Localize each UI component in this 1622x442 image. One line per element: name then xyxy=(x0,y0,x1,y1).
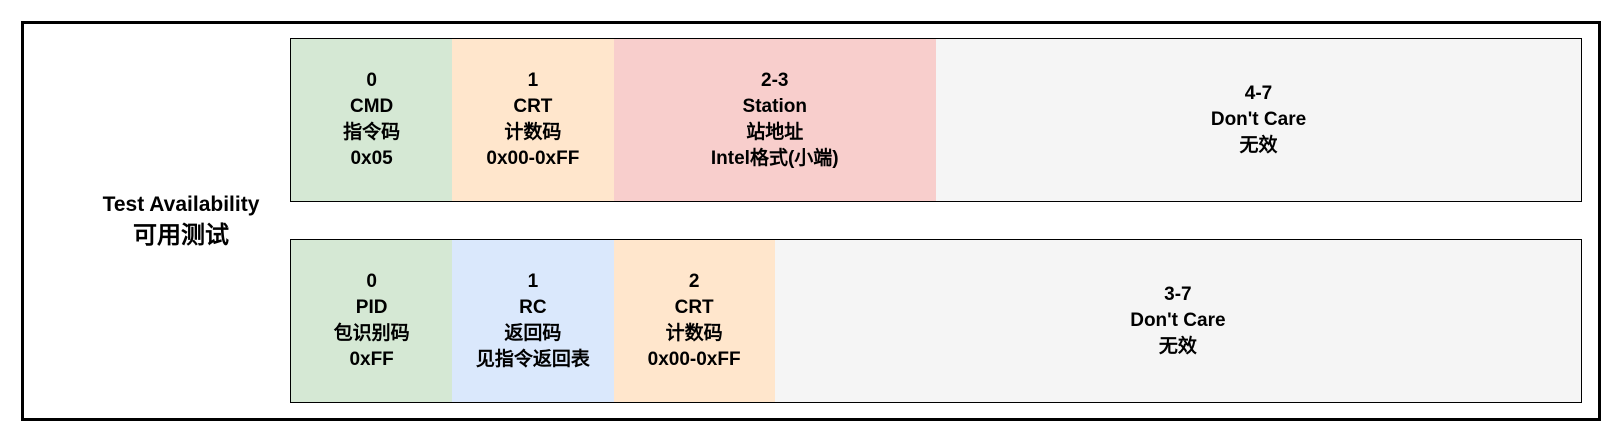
field-name-zh: 指令码 xyxy=(343,122,401,143)
field-bytes-4-7-dont-care: 4-7 Don't Care 无效 xyxy=(936,39,1581,201)
field-value: 0xFF xyxy=(349,349,394,370)
field-value: 0x00-0xFF xyxy=(486,148,580,169)
byte-range: 3-7 xyxy=(1164,284,1192,305)
field-name-zh: 返回码 xyxy=(504,323,562,344)
field-name-zh: 计数码 xyxy=(504,122,562,143)
byte-range: 1 xyxy=(527,70,539,91)
field-value: 见指令返回表 xyxy=(475,349,590,370)
byte-range: 1 xyxy=(527,271,539,292)
packet-group-label-en: Test Availability xyxy=(102,193,260,216)
field-name-zh: 计数码 xyxy=(665,323,723,344)
field-name: Don't Care xyxy=(1210,109,1307,130)
field-byte-0-pid: 0 PID 包识别码 0xFF xyxy=(291,240,453,402)
field-name: Station xyxy=(742,96,807,117)
field-name: RC xyxy=(519,297,547,318)
byte-range: 0 xyxy=(366,271,377,292)
field-bytes-3-7-dont-care: 3-7 Don't Care 无效 xyxy=(774,240,1581,402)
field-name: CRT xyxy=(674,297,714,318)
field-bytes-2-3-station: 2-3 Station 站地址 Intel格式(小端) xyxy=(613,39,936,201)
packet-group-label-zh: 可用测试 xyxy=(133,222,229,250)
byte-range: 2-3 xyxy=(761,70,789,91)
field-byte-2-crt: 2 CRT 计数码 0x00-0xFF xyxy=(613,240,775,402)
field-byte-1-rc: 1 RC 返回码 见指令返回表 xyxy=(452,240,614,402)
field-name: CMD xyxy=(349,96,394,117)
field-name: PID xyxy=(355,297,388,318)
field-name-zh: 无效 xyxy=(1239,135,1278,156)
field-value: Intel格式(小端) xyxy=(710,148,839,169)
field-name-zh: 站地址 xyxy=(746,122,804,143)
field-name: Don't Care xyxy=(1130,310,1226,331)
field-name: CRT xyxy=(513,96,553,117)
packet-group-label: Test Availability 可用测试 xyxy=(61,192,301,251)
field-name-zh: 无效 xyxy=(1158,336,1197,357)
byte-range: 0 xyxy=(366,70,377,91)
command-byte-row: 0 CMD 指令码 0x05 1 CRT 计数码 0x00-0xFF 2-3 S… xyxy=(290,38,1582,202)
field-byte-1-crt: 1 CRT 计数码 0x00-0xFF xyxy=(452,39,614,201)
field-byte-0-cmd: 0 CMD 指令码 0x05 xyxy=(291,39,453,201)
byte-range: 4-7 xyxy=(1244,83,1273,104)
field-name-zh: 包识别码 xyxy=(333,323,410,344)
field-value: 0x05 xyxy=(350,148,393,169)
response-byte-row: 0 PID 包识别码 0xFF 1 RC 返回码 见指令返回表 2 CRT 计数… xyxy=(290,239,1582,403)
field-value: 0x00-0xFF xyxy=(647,349,741,370)
byte-range: 2 xyxy=(688,271,700,292)
